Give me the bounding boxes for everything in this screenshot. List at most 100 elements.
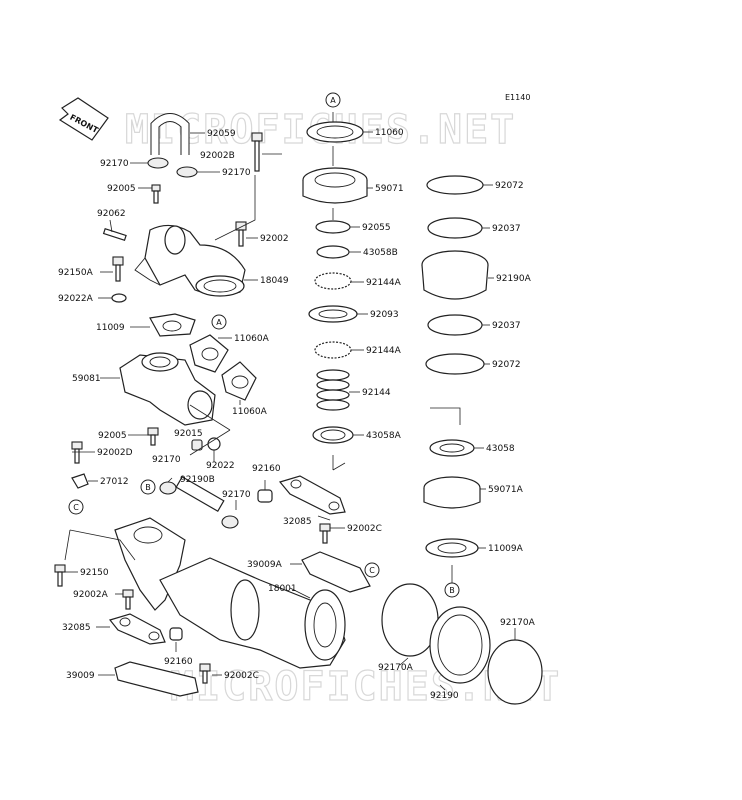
label-92170a-a: 92170A (378, 663, 414, 673)
part-92170-clamp-b (176, 166, 198, 178)
part-92150a-bolt (112, 256, 124, 282)
label-43058a: 43058A (366, 431, 402, 441)
label-92150a: 92150A (58, 268, 94, 278)
label-92002c-b: 92002C (224, 671, 259, 681)
part-92002c-bolt-a (319, 523, 331, 544)
front-arrow-icon: FRONT (58, 97, 109, 141)
label-92190: 92190 (430, 691, 459, 701)
part-92093-seal (308, 305, 358, 323)
label-11009: 11009 (96, 323, 125, 333)
part-92059-hose (150, 113, 190, 155)
label-92170-c: 92170 (152, 455, 181, 465)
part-92005-fitting (151, 184, 161, 204)
label-92005-a: 92005 (107, 184, 136, 194)
part-92002b-bolt (251, 132, 263, 172)
part-92002c-bolt-b (199, 663, 211, 684)
label-92005-b: 92005 (98, 431, 127, 441)
callout-c-right: C (364, 562, 380, 578)
part-32085-bracket-a (278, 475, 346, 515)
label-11060a-b: 11060A (232, 407, 268, 417)
part-92170a-clamp-b (487, 639, 543, 705)
part-92072-band-a (426, 175, 484, 195)
part-92002a-bolt (122, 589, 134, 610)
part-92005-fitting-b (147, 427, 159, 446)
callout-a-top: A (325, 92, 341, 108)
svg-text:B: B (449, 586, 455, 595)
label-59071a: 59071A (488, 485, 524, 495)
label-18049: 18049 (260, 276, 289, 286)
label-27012: 27012 (100, 477, 129, 487)
label-92170-a: 92170 (100, 159, 129, 169)
label-32085-a: 32085 (283, 517, 312, 527)
part-27012-clip (71, 473, 89, 489)
label-92002b: 92002B (200, 151, 235, 161)
right-axis-line (430, 407, 461, 585)
part-43058a-seal (312, 426, 354, 444)
part-92190-hose (429, 606, 491, 684)
part-92022a-washer (111, 293, 127, 303)
callout-a-mid: A (211, 314, 227, 330)
label-92022: 92022 (206, 461, 235, 471)
diagram-code: E1140 (505, 93, 530, 102)
part-59081-block (119, 352, 216, 426)
label-92190b: 92190B (180, 475, 215, 485)
label-18001: 18001 (268, 584, 297, 594)
callout-c-left: C (68, 499, 84, 515)
part-59071a-housing (423, 476, 481, 509)
part-92170-clamp-a (147, 157, 169, 169)
label-92002: 92002 (260, 234, 289, 244)
label-92093: 92093 (370, 310, 399, 320)
part-92160-bushing-a (257, 489, 273, 503)
label-92144a-b: 92144A (366, 346, 402, 356)
part-92002-bolt (235, 221, 247, 247)
label-92170-b: 92170 (222, 168, 251, 178)
label-92059: 92059 (207, 129, 236, 139)
svg-text:B: B (145, 483, 151, 492)
part-43058b-seal (316, 245, 350, 259)
part-92072-band-b (425, 353, 485, 375)
part-92015-nut (191, 439, 203, 451)
label-92002c-a: 92002C (347, 524, 382, 534)
part-59071-housing (302, 167, 368, 204)
svg-text:A: A (330, 96, 336, 105)
label-92072-b: 92072 (492, 360, 521, 370)
label-11009a: 11009A (488, 544, 524, 554)
svg-text:C: C (369, 566, 375, 575)
part-92190a-hose (421, 250, 489, 300)
part-92150-bolt (54, 564, 66, 587)
label-92055: 92055 (362, 223, 391, 233)
part-39009a-bracket (301, 551, 371, 593)
part-92190b-hose (159, 475, 239, 529)
part-39009-bracket (114, 661, 199, 697)
label-92002d: 92002D (97, 448, 133, 458)
part-32085-bracket-b (108, 613, 166, 645)
label-92037-b: 92037 (492, 321, 521, 331)
callout-b-left: B (140, 479, 156, 495)
part-11060-gasket (306, 121, 364, 143)
part-92037-clamp-b (427, 314, 483, 336)
label-92037-a: 92037 (492, 224, 521, 234)
label-43058b: 43058B (363, 248, 398, 258)
part-92144a-spring-b (314, 341, 352, 359)
label-92144: 92144 (362, 388, 391, 398)
label-59071: 59071 (375, 184, 404, 194)
label-92144a-a: 92144A (366, 278, 402, 288)
part-92055-o-ring (315, 220, 351, 234)
svg-text:C: C (73, 503, 79, 512)
part-92160-bushing-b (169, 627, 183, 641)
label-92022a: 92022A (58, 294, 94, 304)
label-11060: 11060 (375, 128, 404, 138)
part-11009-gasket (149, 313, 196, 337)
leader-lines (64, 131, 516, 691)
part-92002d-bolt (71, 441, 83, 464)
part-11060a-gasket-b (221, 361, 257, 401)
label-92190a: 92190A (496, 274, 532, 284)
label-92170a-b: 92170A (500, 618, 536, 628)
part-18049-elbow (134, 224, 246, 297)
label-92002a: 92002A (73, 590, 109, 600)
svg-text:A: A (216, 318, 222, 327)
label-43058: 43058 (486, 444, 515, 454)
part-92037-clamp-a (427, 217, 483, 239)
label-92160-a: 92160 (252, 464, 281, 474)
